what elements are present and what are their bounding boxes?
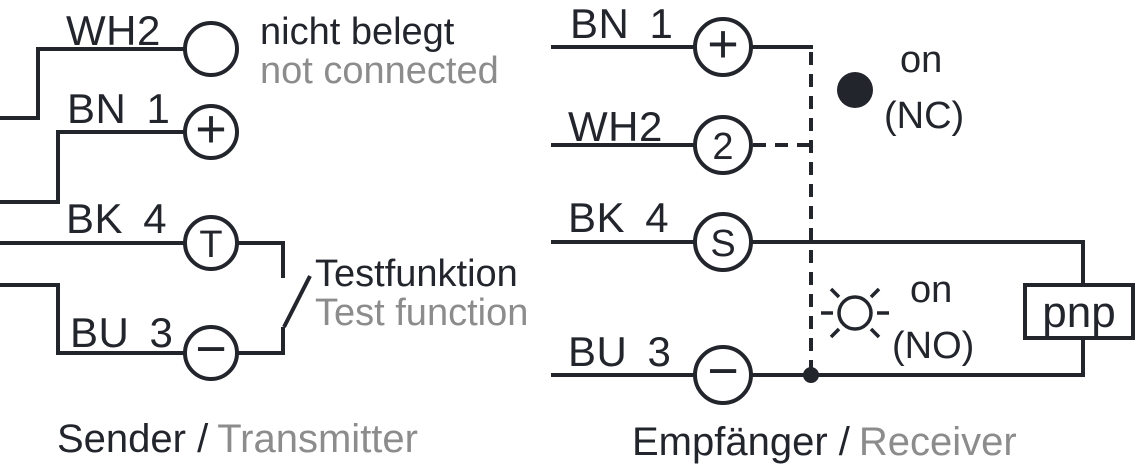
pnp-box: [1023, 283, 1135, 340]
no-mode-label: (NO): [892, 325, 974, 367]
rx-terminal-bn-plus-icon: [693, 17, 753, 77]
nc-state-label: on: [900, 39, 942, 81]
rx-terminal-bu-minus-icon: [693, 345, 753, 405]
rx-wire-label-wh2: WH2: [568, 103, 663, 150]
tx-terminal-wh2-open-icon: [183, 21, 239, 77]
tx-terminal-bn-plus-icon: [183, 104, 239, 160]
rx-terminal-bn-plus-symbol: +: [707, 14, 739, 74]
note-not-connected: not connected: [260, 50, 499, 92]
rx-bk-wire-to-output: [751, 240, 1085, 285]
rx-bu-wire-to-output: [751, 338, 1085, 377]
rx-terminal-bk-s-symbol: S: [710, 223, 735, 265]
test-switch-label-de: Testfunktion: [315, 253, 518, 295]
pnp-label: pnp: [1042, 288, 1115, 337]
tx-wire-label-bk4: BK 4: [66, 195, 167, 242]
transmitter-caption: Sender /Transmitter: [57, 417, 418, 461]
tx-terminal-bu-minus-symbol: −: [195, 319, 227, 379]
rx-wire-label-bn1: BN 1: [570, 0, 673, 47]
rx-wire-label-bk4: BK 4: [568, 194, 669, 241]
rx-terminal-bk-s-icon: [693, 212, 753, 272]
rx-wire-label-bu3: BU 3: [568, 328, 671, 375]
transmitter-caption-de: Sender /: [57, 417, 209, 461]
tx-bn-wire-path: [0, 130, 185, 204]
tx-wire-label-wh2: WH2: [66, 7, 161, 54]
test-switch-bottom-contact: [237, 327, 285, 355]
rx-terminal-wh2-icon: [693, 115, 753, 175]
nc-indicator-dot-icon: [837, 72, 873, 108]
transmitter-caption-en: Transmitter: [217, 417, 418, 461]
test-switch-top-contact: [237, 241, 285, 278]
junction-dot: [803, 367, 819, 383]
note-nicht-belegt: nicht belegt: [260, 11, 455, 53]
transmitter-diagram: WH2 nicht belegt not connected + BN 1 T …: [0, 7, 528, 461]
tx-wire-label-bn1: BN 1: [67, 85, 170, 132]
tx-terminal-bk-t-symbol: T: [199, 224, 222, 266]
tx-terminal-bn-plus-symbol: +: [195, 99, 227, 159]
tx-wire-label-bu3: BU 3: [70, 309, 173, 356]
tx-bu-wire-path: [0, 283, 185, 355]
led-icon: [821, 287, 889, 339]
rx-terminal-bu-minus-symbol: −: [707, 341, 739, 401]
receiver-caption: Empfänger /Receiver: [632, 420, 1017, 464]
test-switch-icon: [237, 241, 312, 355]
receiver-caption-de: Empfänger /: [632, 420, 851, 464]
tx-wh2-wire-path: [0, 47, 185, 120]
rx-terminal-wh2-symbol: 2: [712, 126, 733, 168]
receiver-diagram: + BN 1 2 WH2 S BK 4 − BU 3 on (NC): [551, 0, 1135, 464]
no-state-label: on: [910, 269, 952, 311]
test-switch-label-en: Test function: [315, 292, 528, 334]
receiver-caption-en: Receiver: [859, 420, 1017, 464]
test-switch-blade: [282, 275, 312, 328]
nc-mode-label: (NC): [884, 95, 964, 137]
